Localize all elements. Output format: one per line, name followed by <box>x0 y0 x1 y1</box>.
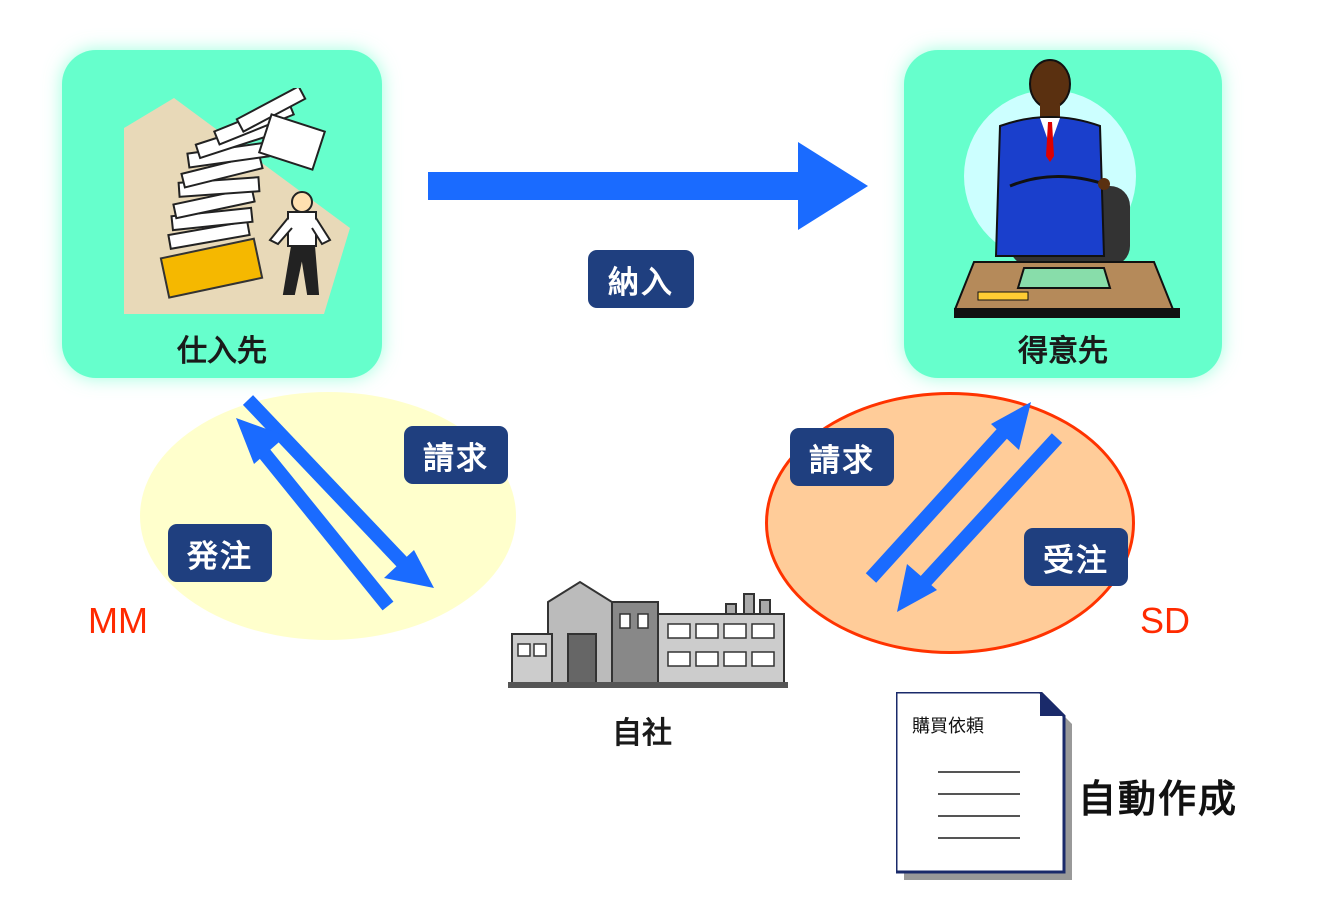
customer-invoice-tag: 請求 <box>790 428 894 486</box>
sales-order-tag: 受注 <box>1024 528 1128 586</box>
company-label: 自社 <box>612 716 672 751</box>
factory-icon <box>508 580 788 688</box>
sd-arrows <box>865 402 1063 612</box>
supplier-illustration <box>124 85 350 314</box>
supplier-label: 仕入先 <box>177 334 267 369</box>
customer-label: 得意先 <box>1018 334 1108 369</box>
purchase-order-tag: 発注 <box>168 524 272 582</box>
mm-arrows <box>236 395 434 611</box>
customer-illustration <box>952 56 1180 318</box>
supplier-invoice-tag: 請求 <box>404 426 508 484</box>
mm-module-label: MM <box>88 600 148 641</box>
sd-module-label: SD <box>1140 600 1191 641</box>
supplier-panel: 仕入先 <box>62 50 382 378</box>
delivery-tag: 納入 <box>588 250 694 308</box>
document-title: 購買依頼 <box>912 716 984 737</box>
customer-panel: 得意先 <box>904 50 1222 378</box>
delivery-arrow <box>428 142 868 230</box>
document-icon <box>896 692 1072 880</box>
auto-create-label: 自動作成 <box>1078 777 1239 821</box>
